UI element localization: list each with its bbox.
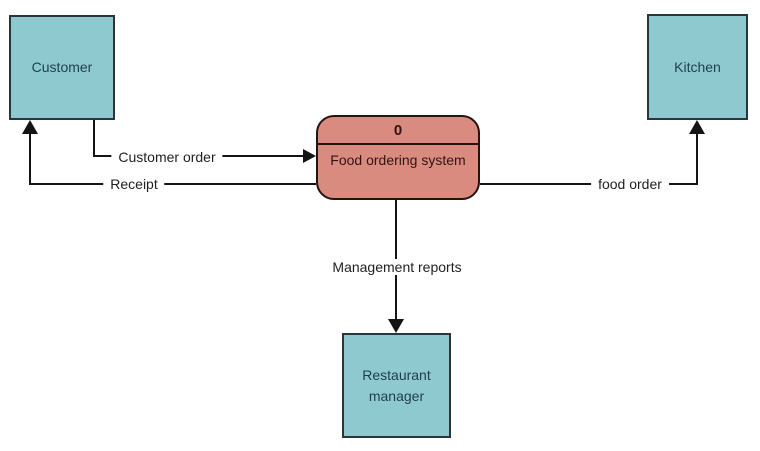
flow-customer-order-label: Customer order — [111, 149, 223, 165]
flow-receipt-arrowhead-icon — [22, 120, 38, 134]
entity-restaurant-manager-label: Restaurant manager — [362, 367, 431, 404]
flow-management-reports-label: Management reports — [325, 259, 469, 275]
flow-customer-order-arrowhead-icon — [303, 149, 316, 163]
flow-receipt-label: Receipt — [103, 176, 165, 192]
flow-food-order-line-horizontal — [480, 183, 698, 185]
flow-food-order-arrowhead-icon — [689, 120, 705, 134]
flow-customer-order-line-vertical — [93, 120, 95, 156]
entity-kitchen-label: Kitchen — [674, 58, 721, 75]
flow-receipt-line-vertical — [29, 132, 31, 185]
entity-customer: Customer — [9, 15, 115, 120]
flow-receipt-line-horizontal — [29, 183, 316, 185]
entity-kitchen: Kitchen — [647, 14, 748, 120]
process-number: 0 — [318, 117, 478, 145]
process-name: Food ordering system — [330, 152, 466, 168]
entity-restaurant-manager: Restaurant manager — [342, 333, 451, 438]
flow-food-order-line-vertical — [696, 132, 698, 185]
process-food-ordering-system: 0 Food ordering system — [316, 115, 480, 200]
flow-food-order-label: food order — [591, 176, 669, 192]
flow-management-reports-arrowhead-icon — [388, 319, 404, 333]
entity-customer-label: Customer — [31, 59, 93, 76]
